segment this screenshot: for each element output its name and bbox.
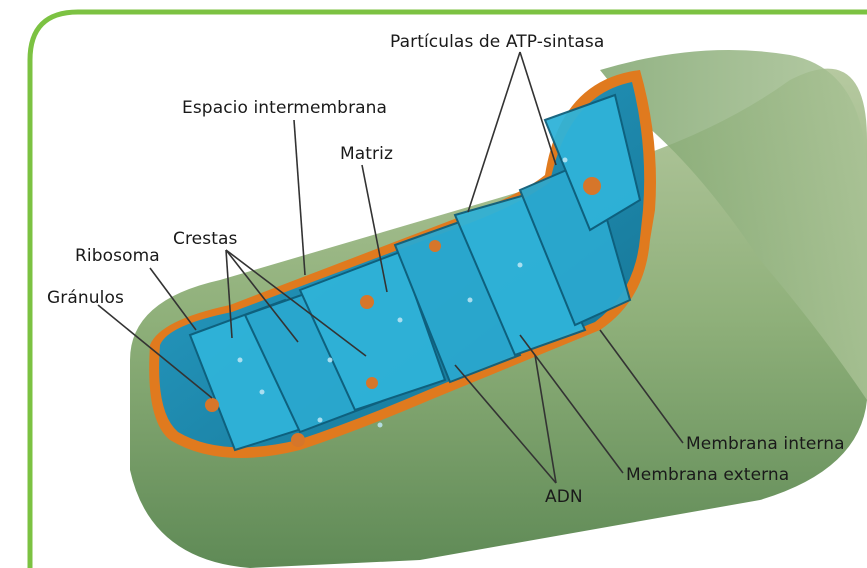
label-crestas: Crestas [173, 229, 237, 249]
label-matriz: Matriz [340, 144, 393, 164]
label-membrana-interna: Membrana interna [686, 434, 845, 454]
label-granulos: Gránulos [47, 288, 124, 308]
label-membrana-externa: Membrana externa [626, 465, 789, 485]
label-adn: ADN [545, 487, 583, 507]
label-atp-sintasa: Partículas de ATP-sintasa [390, 32, 604, 52]
label-espacio-intermembrana: Espacio intermembrana [182, 98, 387, 118]
label-ribosoma: Ribosoma [75, 246, 160, 266]
